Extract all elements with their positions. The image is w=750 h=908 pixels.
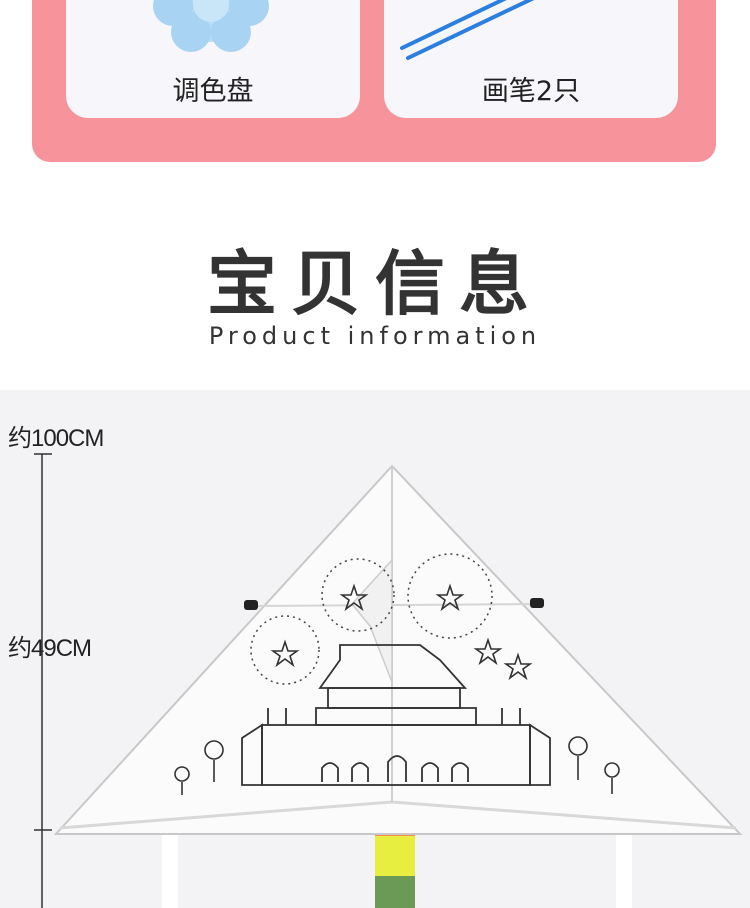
brush-image [400,0,535,60]
measure-line [34,453,52,908]
section-subtitle: Product information [208,322,542,350]
kite-body [53,464,743,835]
accessory-panel: 调色盘 画笔2只 [32,0,716,162]
palette-label: 调色盘 [172,76,254,107]
kite-illustration [34,453,743,908]
height-label: 约49CM [8,635,92,662]
total-width-label: 约100CM [8,425,104,452]
product-image-area: 约100CM 约49CM [0,390,750,908]
fireworks [250,553,493,685]
palette-image [153,0,269,52]
tiananmen-drawing [241,644,551,786]
section-title: 宝贝信息 [207,243,543,325]
brush-label: 画笔2只 [481,76,581,107]
flower-doodles [174,736,620,795]
palette-card: 调色盘 [66,0,360,118]
brush-card: 画笔2只 [384,0,678,118]
